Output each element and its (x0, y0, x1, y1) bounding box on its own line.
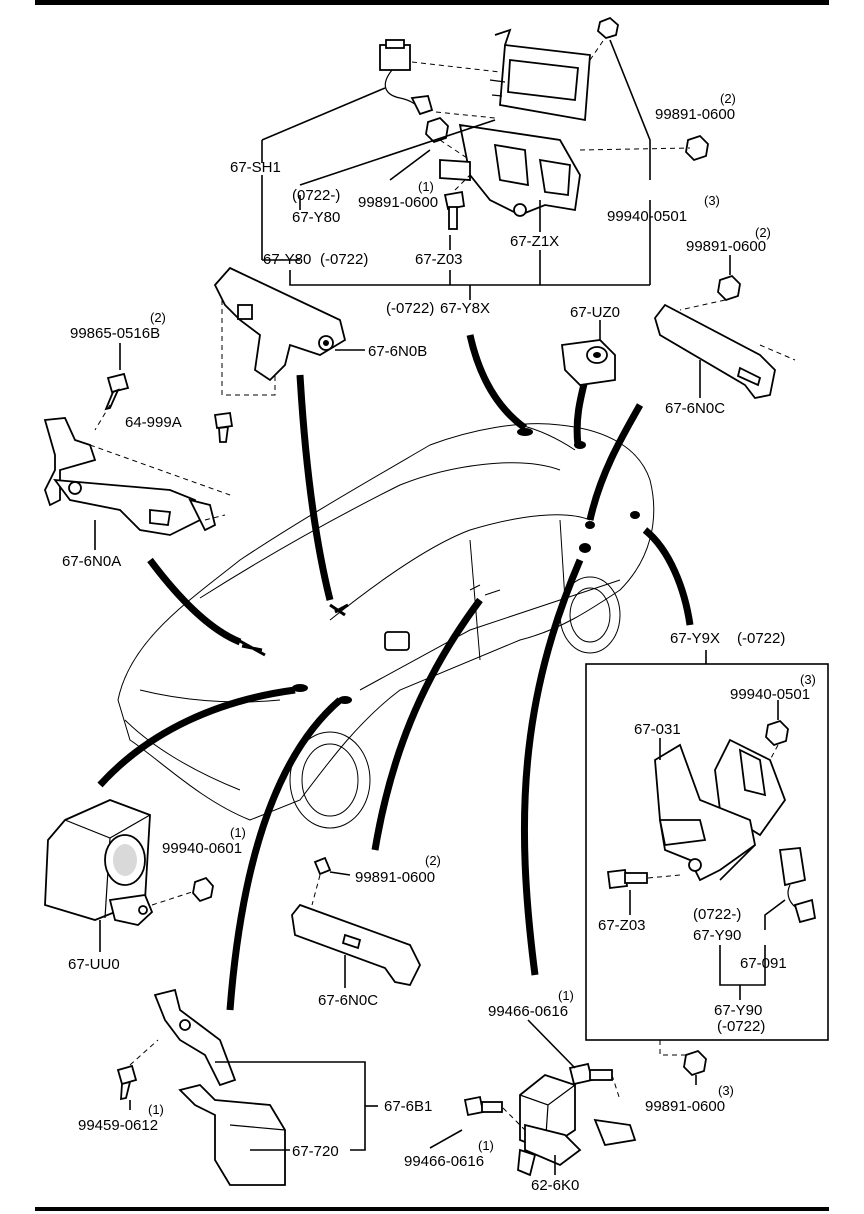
label-64-999a: 64-999A (125, 414, 182, 431)
antenna-6n0c-top (654, 255, 796, 399)
label-99940-0501-top: 99940-0501 (607, 208, 687, 225)
label-99466-0616-b: 99466-0616 (404, 1153, 484, 1170)
label-99891-0600-2: 99891-0600 (655, 106, 735, 123)
label-67-z1x: 67-Z1X (510, 233, 559, 250)
label-62-6k0: 62-6K0 (531, 1177, 579, 1194)
labels: 67-SH1 (0722-) 67-Y80 67-Y80 (-0722) (1)… (62, 91, 816, 1194)
label-67-091: 67-091 (740, 955, 787, 972)
label-67-y80-a: 67-Y80 (292, 209, 340, 226)
qty-0600-2: (2) (720, 91, 736, 106)
bracket-6n0b (213, 266, 365, 396)
label-67-y9x: 67-Y9X (670, 630, 720, 647)
qty-0600-mid: (2) (425, 853, 441, 868)
qty-0616-a: (1) (558, 988, 574, 1003)
label-y90-b-note: (-0722) (717, 1018, 765, 1035)
label-67-6n0c-top: 67-6N0C (665, 400, 725, 417)
siren-uu0 (44, 799, 214, 952)
qty-0600-3: (2) (755, 225, 771, 240)
qty-0516b: (2) (150, 310, 166, 325)
label-99940-0501-box: 99940-0501 (730, 686, 810, 703)
sensor-uz0 (561, 320, 616, 386)
label-y90-from: (0722-) (693, 906, 741, 923)
label-99940-0601: 99940-0601 (162, 840, 242, 857)
qty-0600-box: (3) (718, 1083, 734, 1098)
control-module-assembly (261, 16, 709, 300)
y9x-subassembly (585, 650, 829, 1085)
label-y9x-note: (-0722) (737, 630, 785, 647)
y9x-box (585, 663, 829, 1041)
label-67-y90-b: 67-Y90 (714, 1002, 762, 1019)
label-y8x-note: (-0722) (386, 300, 434, 317)
label-67-sh1: 67-SH1 (230, 159, 281, 176)
qty-0612: (1) (148, 1102, 164, 1117)
location-leaders (97, 334, 694, 1011)
label-99459-0612: 99459-0612 (78, 1117, 158, 1134)
qty-0601: (1) (230, 825, 246, 840)
label-67-031: 67-031 (634, 721, 681, 738)
label-67-y8x: 67-Y8X (440, 300, 490, 317)
label-67-6n0b: 67-6N0B (368, 343, 427, 360)
relay-6k0 (429, 1019, 637, 1177)
car-body (117, 423, 655, 829)
label-67-6n0c-mid: 67-6N0C (318, 992, 378, 1009)
label-y80-from: (0722-) (292, 187, 340, 204)
label-67-y80-b: 67-Y80 (263, 251, 311, 268)
label-67-uz0: 67-UZ0 (570, 304, 620, 321)
qty-0501-box: (3) (800, 672, 816, 687)
label-67-6b1: 67-6B1 (384, 1098, 432, 1115)
label-99891-0600-mid: 99891-0600 (355, 869, 435, 886)
label-y80-b-note: (-0722) (320, 251, 368, 268)
label-67-z03-top: 67-Z03 (415, 251, 463, 268)
label-67-uu0: 67-UU0 (68, 956, 120, 973)
qty-0501-top: (3) (704, 193, 720, 208)
screws-left (94, 343, 234, 443)
qty-0600-1: (1) (418, 179, 434, 194)
label-67-720: 67-720 (292, 1143, 339, 1160)
top-rule (35, 0, 829, 5)
label-99891-0600-box: 99891-0600 (645, 1098, 725, 1115)
label-99891-0600-3: 99891-0600 (686, 238, 766, 255)
label-67-y90-a: 67-Y90 (693, 927, 741, 944)
label-67-6n0a: 67-6N0A (62, 553, 121, 570)
label-67-z03-box: 67-Z03 (598, 917, 646, 934)
label-99466-0616-a: 99466-0616 (488, 1003, 568, 1020)
bracket-6n0a (43, 417, 231, 550)
label-99865-0516b: 99865-0516B (70, 325, 160, 342)
unit-6b1-720 (116, 988, 378, 1186)
label-99891-0600-1: 99891-0600 (358, 194, 438, 211)
antenna-6n0c-mid (291, 856, 422, 988)
qty-0616-b: (1) (478, 1138, 494, 1153)
bottom-rule (35, 1207, 829, 1211)
